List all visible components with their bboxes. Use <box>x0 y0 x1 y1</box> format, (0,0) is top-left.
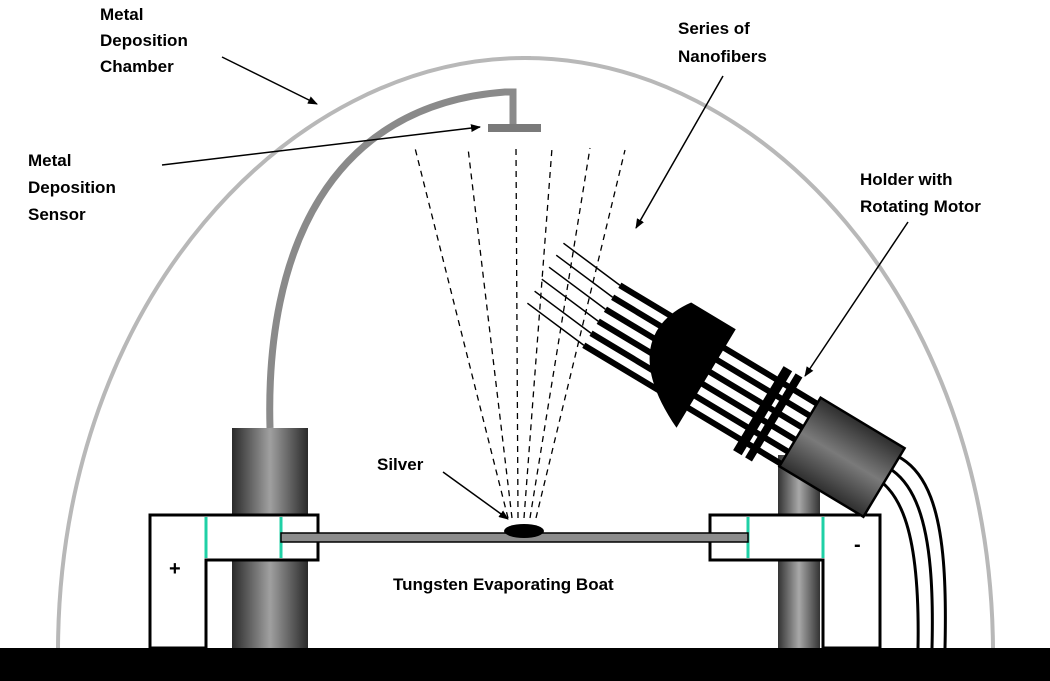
minus-sign: - <box>854 534 861 556</box>
silver-arrow <box>442 471 509 520</box>
plus-sign: + <box>169 558 181 580</box>
nanofibers-label: Series of Nanofibers <box>678 19 767 66</box>
svg-text:Holder with: Holder with <box>860 170 953 189</box>
svg-text:Metal: Metal <box>28 151 71 170</box>
rod-clamp-bar-2 <box>745 373 803 462</box>
rotation-shield <box>649 302 736 428</box>
svg-text:Nanofibers: Nanofibers <box>678 47 767 66</box>
svg-text:Rotating Motor: Rotating Motor <box>860 197 981 216</box>
svg-text:Sensor: Sensor <box>28 205 86 224</box>
deposition-spray <box>414 147 626 519</box>
nanofiber-tips <box>526 242 621 346</box>
silver-blob <box>504 524 544 538</box>
svg-text:Deposition: Deposition <box>28 178 116 197</box>
sensor-tube <box>266 88 517 429</box>
nanofibers-arrow <box>635 75 724 229</box>
chamber-label: Metal Deposition Chamber <box>100 5 188 76</box>
sensor-arrow <box>161 124 481 166</box>
holder-assembly <box>526 242 907 519</box>
motor-body <box>777 395 907 519</box>
svg-text:Metal: Metal <box>100 5 143 24</box>
svg-text:Chamber: Chamber <box>100 57 174 76</box>
svg-text:Deposition: Deposition <box>100 31 188 50</box>
holder-label: Holder with Rotating Motor <box>860 170 981 216</box>
base-plate <box>0 648 1050 681</box>
sensor-head <box>488 124 541 132</box>
holder-arrow <box>804 221 909 377</box>
boat-label: Tungsten Evaporating Boat <box>393 575 614 594</box>
rod-clamp-bar <box>733 366 793 456</box>
silver-label: Silver <box>377 455 424 474</box>
chamber-arrow <box>221 56 318 105</box>
svg-text:Series of: Series of <box>678 19 750 38</box>
sensor-label: Metal Deposition Sensor <box>28 151 116 224</box>
